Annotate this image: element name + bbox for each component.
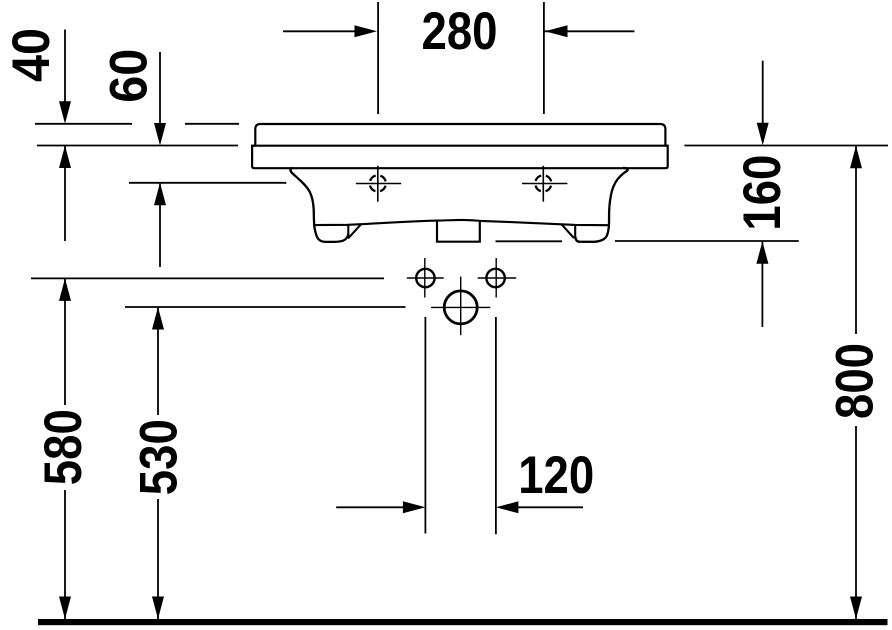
svg-text:40: 40 [2,28,61,82]
svg-text:280: 280 [422,2,498,61]
svg-text:120: 120 [518,446,594,505]
svg-text:800: 800 [826,343,885,419]
svg-text:530: 530 [130,419,189,495]
svg-text:60: 60 [100,49,159,103]
svg-text:160: 160 [733,155,792,231]
svg-text:580: 580 [34,409,93,485]
